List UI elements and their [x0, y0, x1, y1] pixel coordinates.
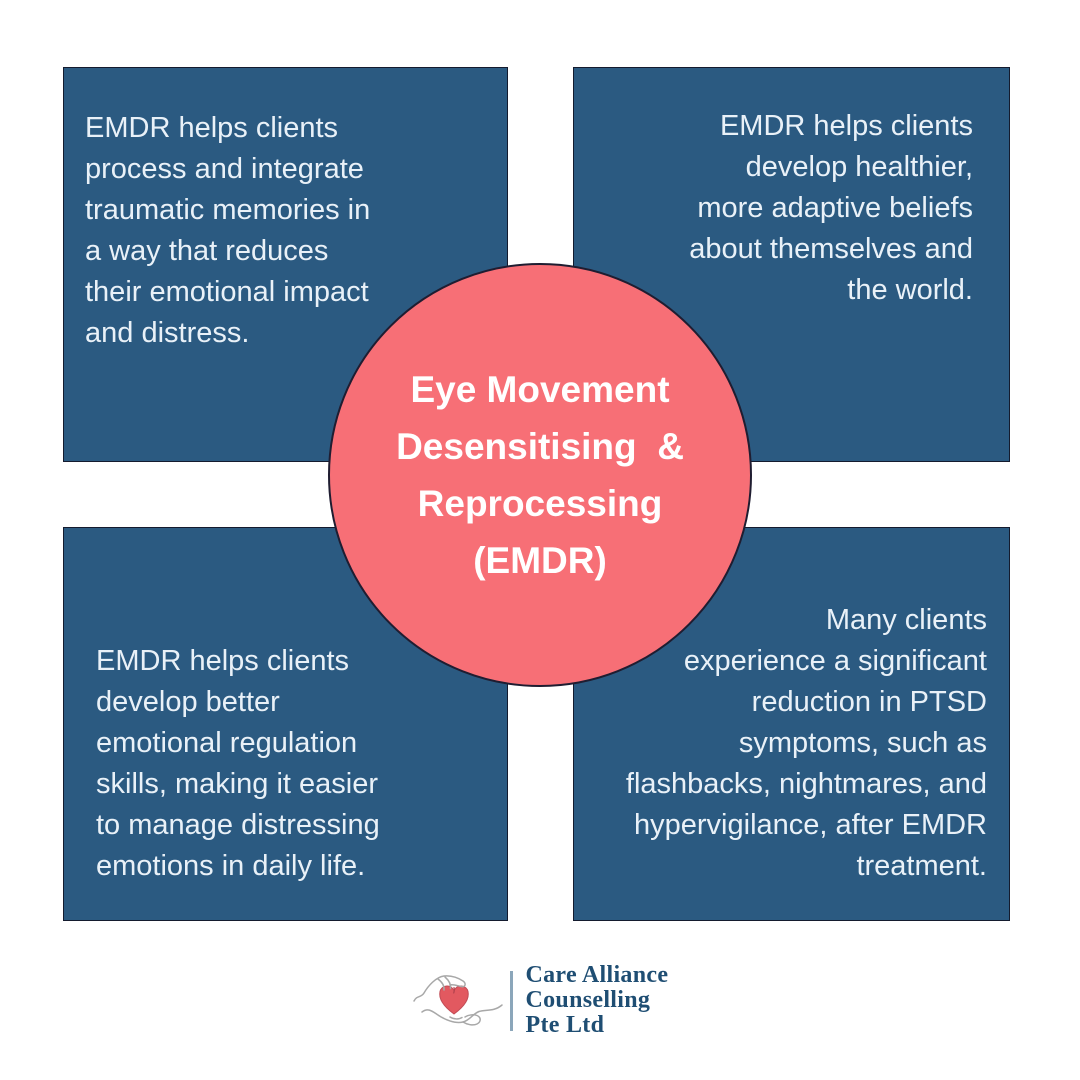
benefit-text-bottom-left: EMDR helps clients develop better emotio…	[96, 645, 380, 882]
emdr-title-circle: Eye Movement Desensitising & Reprocessin…	[328, 263, 752, 687]
company-logo: Care Alliance Counselling Pte Ltd	[412, 963, 668, 1038]
benefit-box-top-left: EMDR helps clients process and integrate…	[63, 67, 508, 462]
company-name: Care Alliance Counselling Pte Ltd	[525, 962, 669, 1038]
logo-divider	[510, 970, 513, 1031]
benefit-text-bottom-right: Many clients experience a significant re…	[625, 604, 987, 882]
benefit-box-bottom-right: Many clients experience a significant re…	[573, 527, 1010, 921]
benefit-box-bottom-left: EMDR helps clients develop better emotio…	[63, 527, 508, 921]
hands-holding-heart-icon	[413, 974, 503, 1026]
emdr-title: Eye Movement Desensitising & Reprocessin…	[396, 369, 684, 581]
benefit-text-top-right: EMDR helps clients develop healthier, mo…	[689, 110, 973, 306]
benefit-text-top-left: EMDR helps clients process and integrate…	[85, 112, 371, 349]
